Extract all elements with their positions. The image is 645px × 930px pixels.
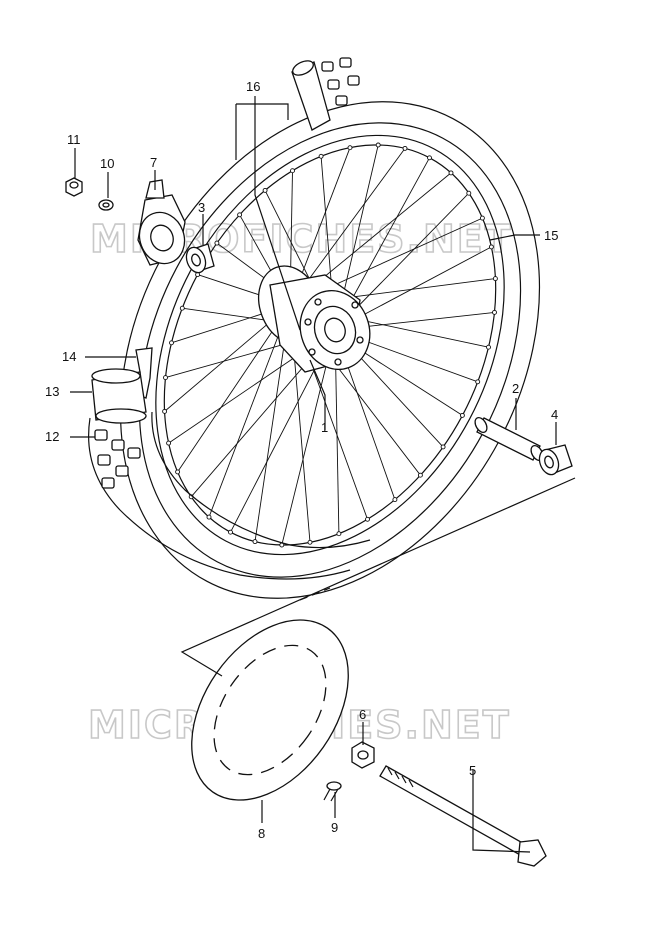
spoke-nipple — [448, 170, 454, 176]
spoke-nipple — [402, 145, 408, 151]
part-3-bearing — [185, 243, 215, 274]
spoke-nipple — [162, 408, 168, 414]
spoke-nipple — [466, 190, 472, 196]
spoke-nipple — [440, 444, 446, 450]
spoke-nipple — [214, 240, 220, 246]
tire-knobs-top — [291, 57, 360, 131]
spoke-nipple — [237, 212, 243, 218]
spoke-nipple — [347, 145, 353, 151]
callout-labels: 1 2 3 4 5 6 7 8 9 10 11 12 13 14 15 16 — [45, 79, 558, 841]
spoke-nipple — [375, 142, 381, 148]
spoke-nipple — [318, 153, 324, 159]
spoke-nipple — [475, 379, 481, 385]
spoke-nipple — [492, 276, 498, 282]
spoke-nipple — [427, 155, 432, 161]
spoke-nipple — [417, 472, 423, 478]
callout-15: 15 — [544, 228, 558, 243]
part-9-bolt — [323, 781, 342, 802]
callout-13: 13 — [45, 384, 59, 399]
spoke-nipple — [166, 440, 172, 446]
part-13-rim-band — [91, 368, 147, 424]
spoke-nipple — [169, 340, 174, 346]
part-2-spacer — [474, 416, 544, 462]
callout-3: 3 — [198, 200, 205, 215]
spoke-nipple — [479, 215, 485, 221]
spoke-nipple — [290, 168, 295, 174]
part-6-nut — [351, 741, 375, 769]
part-4-bearing — [538, 444, 573, 476]
callout-14: 14 — [62, 349, 76, 364]
spoke-nipple — [228, 529, 233, 535]
callout-2: 2 — [512, 381, 519, 396]
spoke-nipple — [459, 412, 465, 418]
callout-10: 10 — [100, 156, 114, 171]
callout-6: 6 — [359, 707, 366, 722]
callout-7: 7 — [150, 155, 157, 170]
spoke-nipple — [252, 539, 258, 545]
callout-1: 1 — [321, 420, 328, 435]
callout-4: 4 — [551, 407, 558, 422]
wheel-hub — [258, 265, 371, 373]
spoke-nipple — [163, 375, 168, 381]
callout-5: 5 — [469, 763, 476, 778]
spoke-nipple — [336, 531, 342, 537]
assembly-lines — [180, 477, 576, 677]
spoke-nipple — [392, 497, 398, 503]
spoke-nipple — [175, 469, 181, 475]
spoke-nipple — [492, 309, 497, 315]
callout-9: 9 — [331, 820, 338, 835]
part-11-nut — [65, 177, 83, 197]
spoke — [177, 304, 291, 473]
part-5-axle — [379, 765, 547, 867]
part-8-brake-disc — [191, 619, 349, 801]
spoke-nipple — [262, 187, 268, 193]
part-10-washer — [98, 199, 114, 211]
spoke-nipple — [486, 344, 491, 350]
spoke-nipple — [179, 305, 185, 311]
spoke-nipple — [488, 244, 494, 250]
spoke-nipple — [365, 516, 370, 522]
spoke-nipple — [307, 539, 313, 545]
part-12-tire — [88, 411, 371, 580]
callout-16: 16 — [246, 79, 260, 94]
callout-11: 11 — [67, 132, 81, 147]
spoke — [208, 304, 291, 518]
spoke-nipple — [206, 514, 212, 520]
callout-12: 12 — [45, 429, 59, 444]
callout-8: 8 — [258, 826, 265, 841]
leader-lines — [70, 96, 557, 853]
